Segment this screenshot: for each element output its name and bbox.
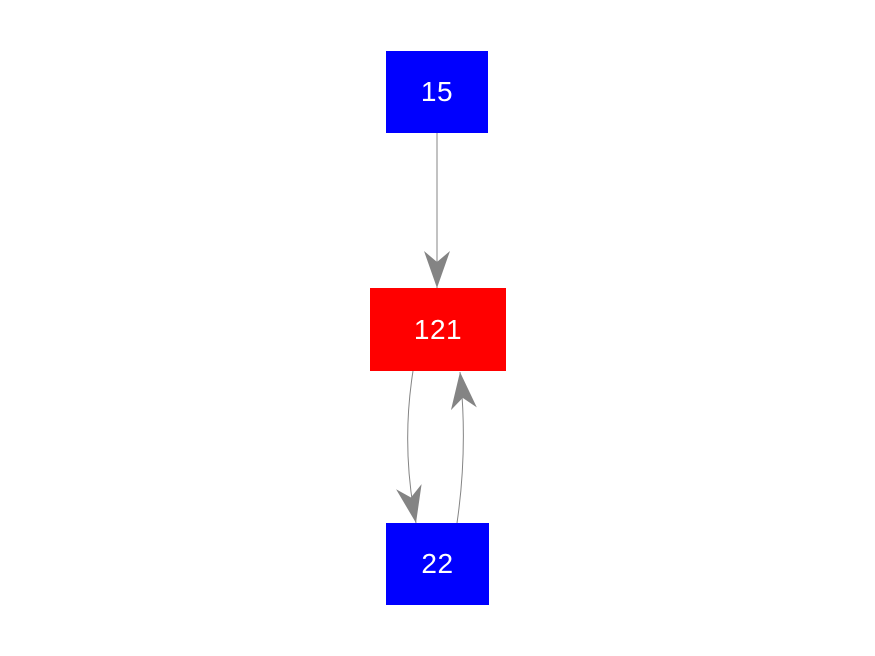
- edge-22-to-121: [450, 371, 477, 524]
- node-121-label: 121: [413, 313, 463, 345]
- node-22[interactable]: 22: [386, 523, 489, 605]
- node-121[interactable]: 121: [370, 288, 506, 371]
- node-15-label: 15: [420, 76, 454, 107]
- edge-121-to-22: [396, 370, 422, 524]
- node-15[interactable]: 15: [386, 51, 488, 133]
- node-22-label: 22: [421, 548, 454, 579]
